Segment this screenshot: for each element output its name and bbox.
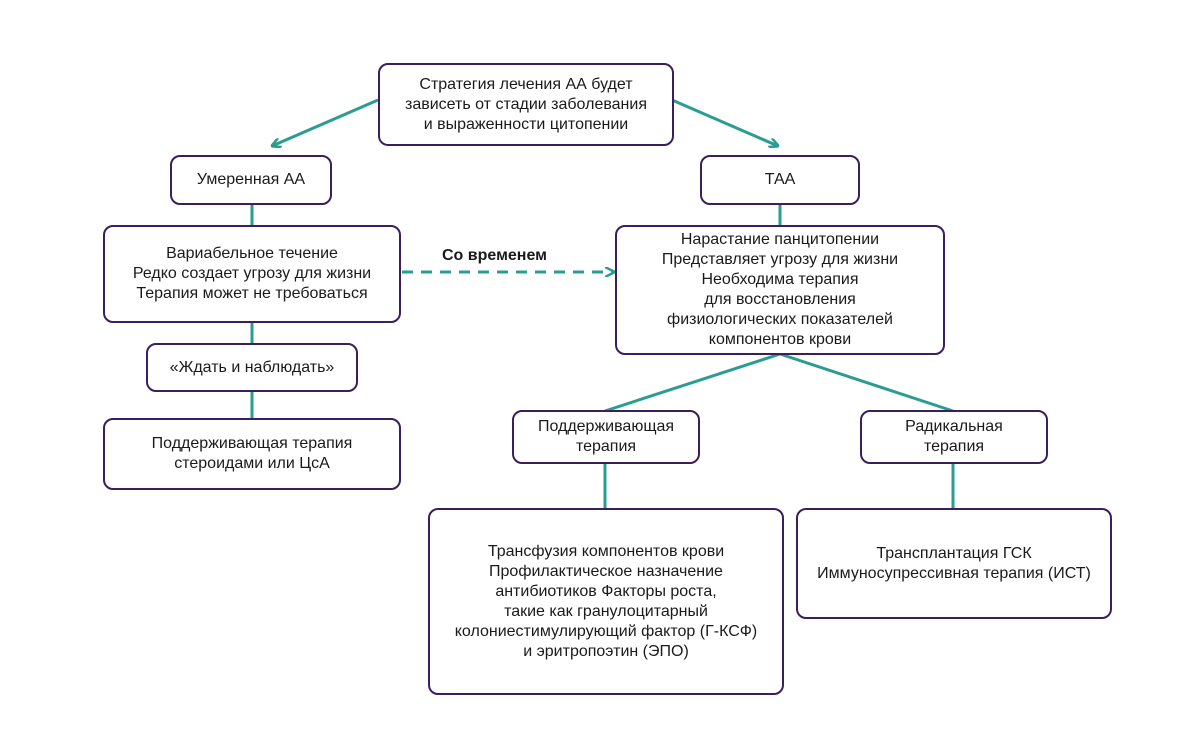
supportive-detail-text: Трансфузия компонентов крови Профилактич…: [454, 542, 758, 660]
severe-aa-text: ТАА: [764, 171, 796, 188]
severe-description-box: Нарастание панцитопении Представляет угр…: [615, 225, 945, 355]
severe-aa-box: ТАА: [700, 155, 860, 205]
root-strategy-box: Стратегия лечения АА будет зависеть от с…: [378, 63, 674, 146]
over-time-label: Со временем: [442, 247, 547, 264]
supportive-therapy-text: Поддерживающая терапия: [537, 418, 675, 455]
arrow-root-to-moderate: [272, 98, 379, 146]
steroid-support-box: Поддерживающая терапия стероидами или Цс…: [103, 418, 401, 490]
severe-description-text: Нарастание панцитопении Представляет угр…: [661, 231, 899, 348]
radical-therapy-box: Радикальная терапия: [860, 410, 1048, 464]
arrow-root-to-severe: [671, 98, 778, 146]
moderate-aa-box: Умеренная АА: [170, 155, 332, 205]
root-strategy-text: Стратегия лечения АА будет зависеть от с…: [404, 75, 647, 133]
moderate-aa-text: Умеренная АА: [196, 171, 306, 188]
steroid-support-text: Поддерживающая терапия стероидами или Цс…: [151, 435, 353, 472]
radical-detail-box: Трансплантация ГСК Иммуносупрессивная те…: [796, 508, 1112, 619]
link-severe-desc-to-radical: [779, 352, 954, 413]
moderate-description-text: Вариабельное течение Редко создает угроз…: [132, 245, 372, 302]
link-severe-desc-to-supportive: [604, 352, 781, 413]
supportive-therapy-box: Поддерживающая терапия: [512, 410, 700, 464]
watch-and-wait-text: «Ждать и наблюдать»: [169, 358, 335, 376]
radical-detail-text: Трансплантация ГСК Иммуносупрессивная те…: [817, 544, 1091, 582]
moderate-description-box: Вариабельное течение Редко создает угроз…: [103, 225, 401, 323]
supportive-detail-box: Трансфузия компонентов крови Профилактич…: [428, 508, 784, 695]
radical-therapy-text: Радикальная терапия: [905, 418, 1003, 455]
watch-and-wait-box: «Ждать и наблюдать»: [146, 343, 358, 392]
